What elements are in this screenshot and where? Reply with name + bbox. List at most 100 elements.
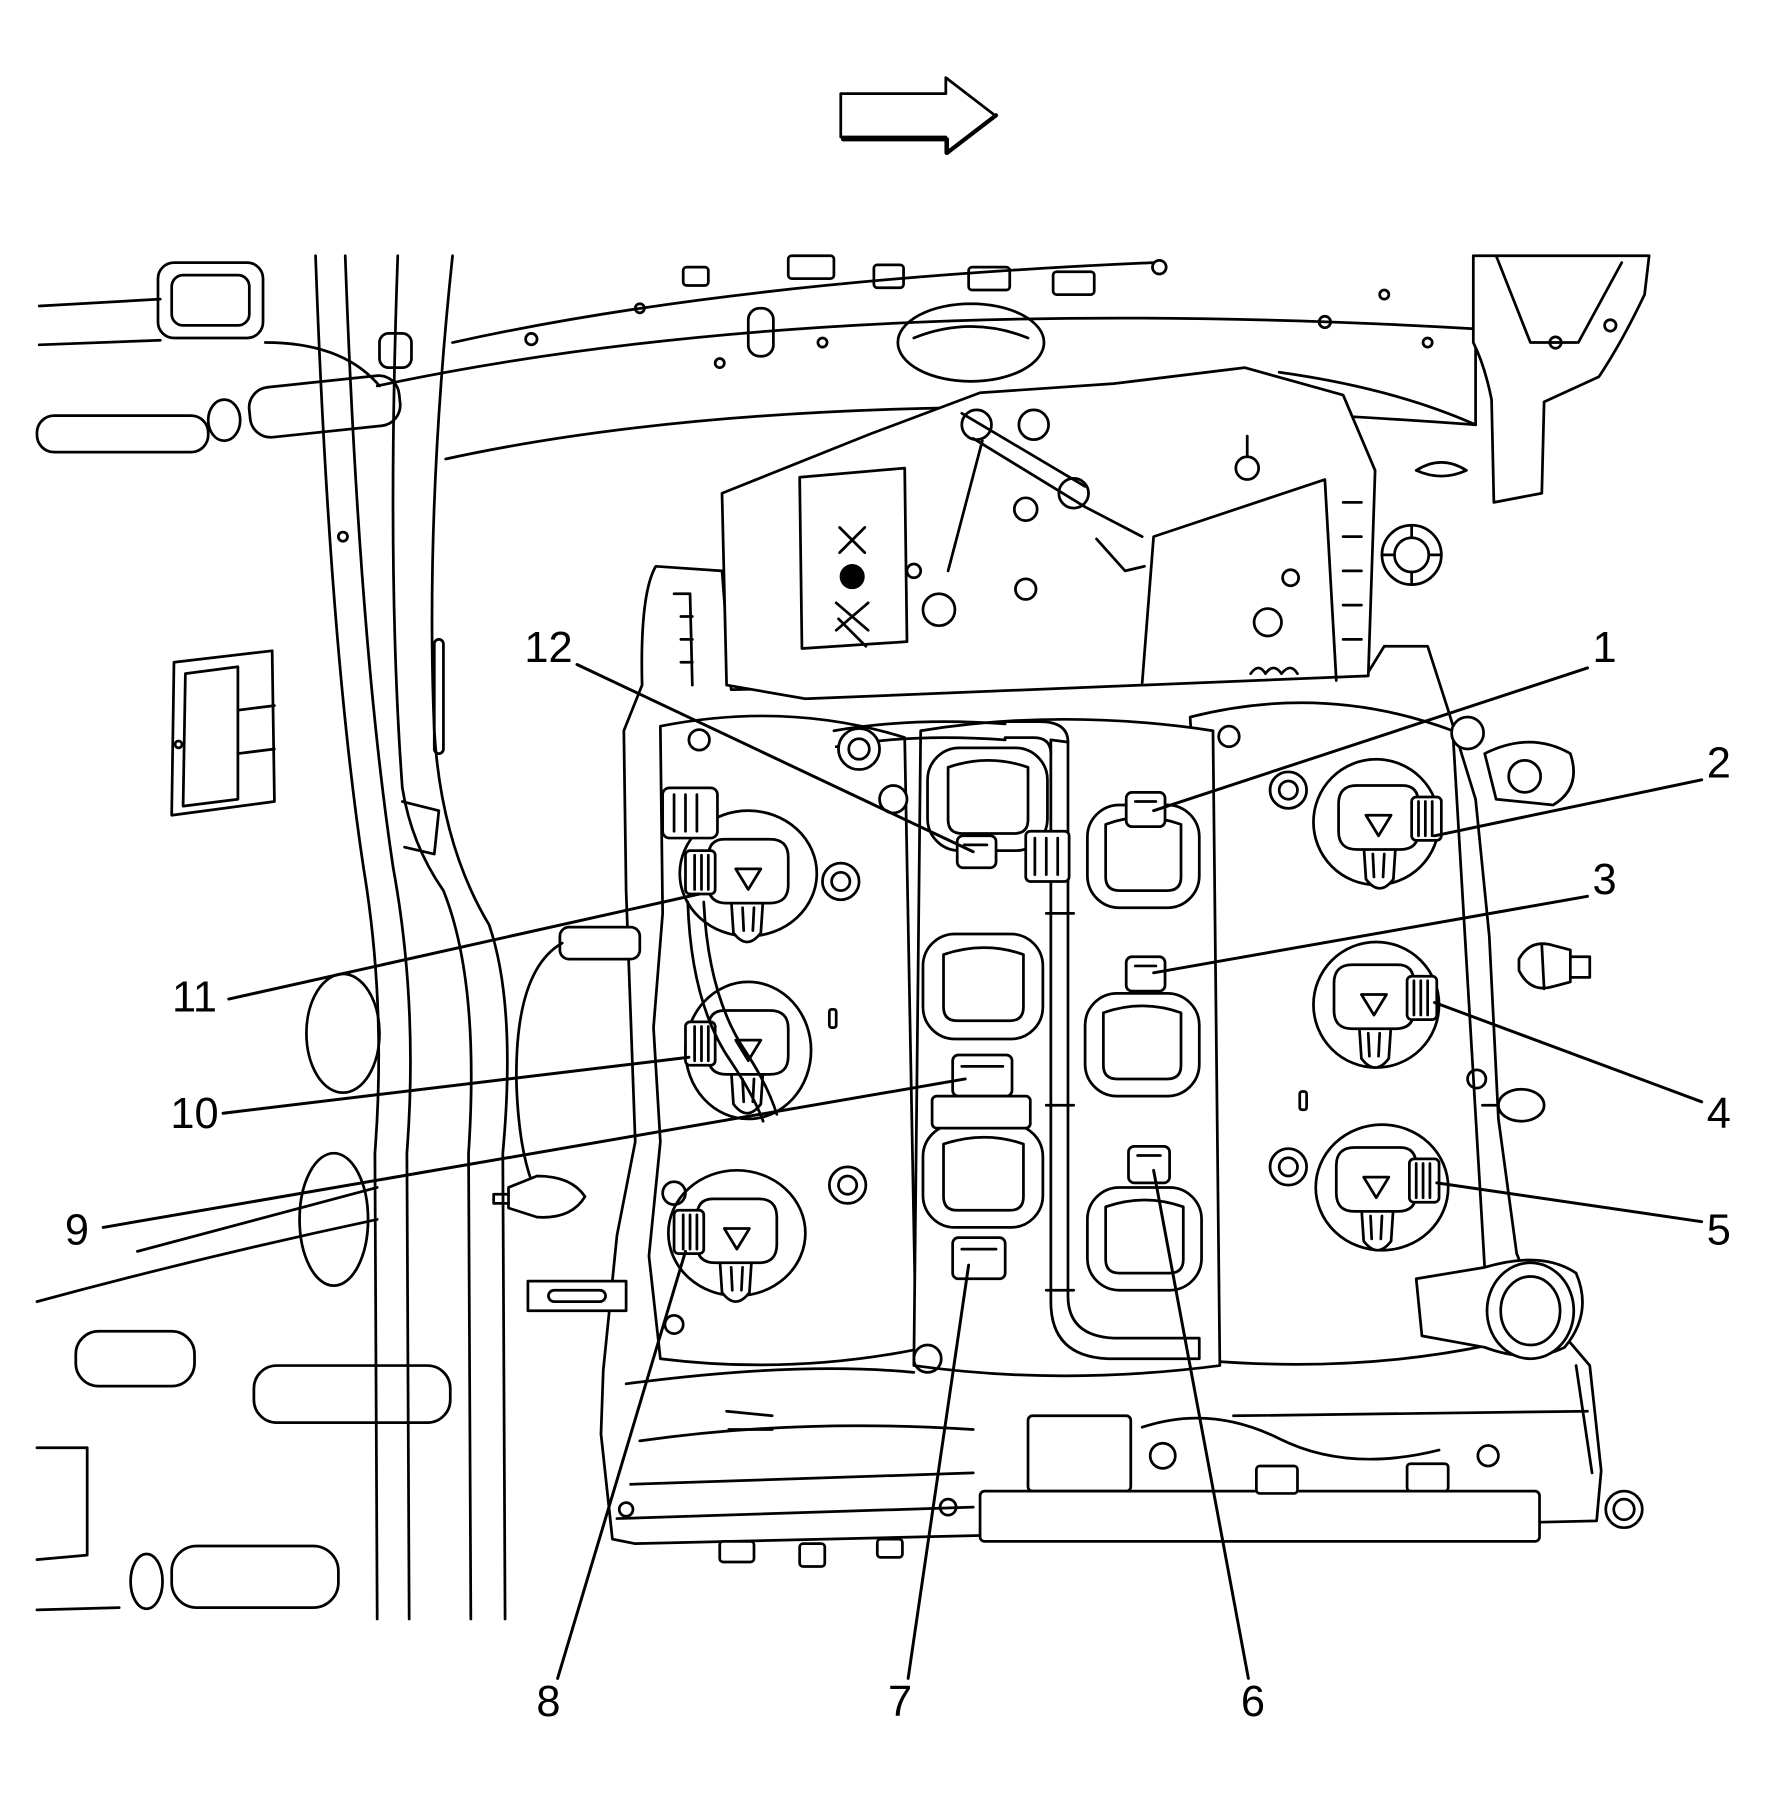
callout-label-6: 6 — [1241, 1678, 1265, 1726]
crossmember-hole — [524, 332, 539, 347]
callout-label-3: 3 — [1593, 856, 1617, 904]
right-side-sensor-stem — [1540, 944, 1592, 991]
right-body-bracket-hole — [1603, 318, 1618, 333]
cover-bolt — [661, 1180, 687, 1206]
lower-connector — [798, 1542, 827, 1568]
intake-runner — [1086, 1186, 1203, 1292]
upper-housing-bolt — [1017, 408, 1050, 441]
body-hole — [206, 398, 242, 443]
dipstick-ring — [1497, 1087, 1546, 1123]
body-panel-edge — [37, 338, 162, 347]
lower-block-housing — [1026, 1414, 1133, 1493]
lower-block-edge — [629, 1471, 975, 1486]
upper-housing-bolt — [921, 592, 957, 628]
upper-housing-panel — [798, 466, 909, 650]
crossmember-edge — [375, 316, 1477, 388]
callout-leader-9 — [101, 1077, 967, 1229]
fuel-rail-feed — [1003, 720, 1070, 755]
crossmember-edge — [451, 261, 1155, 344]
callout-leader-1 — [1152, 666, 1589, 813]
upper-housing-mark — [838, 526, 867, 554]
coolant-cap-center — [1499, 1275, 1562, 1347]
frame-rail — [314, 254, 381, 1621]
engine-block-detail — [672, 592, 694, 687]
intake-runner — [1083, 991, 1201, 1098]
lower-bolt — [938, 1497, 958, 1517]
lower-block-edge — [1232, 1364, 1594, 1475]
upper-housing — [720, 366, 1377, 701]
body-slot — [35, 414, 210, 454]
intake-runner-port — [1101, 1004, 1183, 1081]
frame-rail-notch — [400, 800, 441, 856]
right-side-bolt — [1466, 1068, 1488, 1090]
body-panel-edge — [35, 1218, 379, 1303]
lower-stud — [725, 1409, 774, 1431]
intake-runner-port — [942, 946, 1025, 1023]
transmission-pan — [978, 1489, 1541, 1543]
engine-sensor — [507, 1174, 587, 1219]
engine-assembly — [492, 366, 1644, 1568]
right-side-sensor — [1517, 942, 1572, 990]
crossmember-hole — [633, 302, 646, 315]
lower-bolt — [1476, 1444, 1500, 1468]
crossmember-edge — [1277, 370, 1477, 427]
body-panel-edge — [263, 341, 381, 388]
cover-bolt — [1450, 715, 1485, 751]
cover-slot — [827, 1007, 838, 1029]
cover-slot — [1298, 1090, 1308, 1112]
fuel-injector-connector — [951, 1236, 1007, 1281]
lower-bolt — [1148, 1441, 1177, 1470]
callout-label-8: 8 — [536, 1678, 560, 1726]
intake-runner-port — [942, 1135, 1025, 1212]
lower-block-edge — [615, 1505, 975, 1520]
intake-runner-port — [1104, 1198, 1185, 1275]
cover-bolt-head — [830, 870, 852, 892]
body-opening — [298, 1151, 370, 1288]
callout-leader-7 — [906, 1263, 971, 1680]
crossmember-hole — [713, 357, 726, 370]
lower-connector — [1254, 1464, 1299, 1495]
callout-labels: 1 2 3 4 5 6 7 8 9 10 11 12 — [65, 624, 1731, 1726]
intake-runner-port — [946, 759, 1030, 835]
intake-runner — [921, 1123, 1045, 1229]
callout-leader-8 — [556, 1249, 687, 1680]
body-hole — [129, 1552, 164, 1611]
harness-connector-ribs — [672, 793, 699, 833]
body-panel-edge — [35, 1606, 121, 1612]
upper-housing-stud — [1281, 568, 1300, 588]
intake-runner — [921, 932, 1045, 1041]
left-body-bracket-hole — [173, 739, 184, 750]
right-upper-bracket-boss — [1507, 759, 1543, 794]
crossmember-clip — [1051, 270, 1096, 296]
callout-label-7: 7 — [888, 1678, 912, 1726]
crossmember-hole — [1378, 288, 1391, 301]
callout-label-1: 1 — [1593, 624, 1617, 672]
arrow-shadow-edge — [840, 113, 999, 156]
lower-block-harness — [1140, 1416, 1441, 1461]
fuel-line-fitting — [837, 727, 881, 771]
cover-bolt — [1268, 770, 1308, 810]
callout-label-10: 10 — [170, 1090, 218, 1138]
body-opening — [305, 972, 381, 1095]
upper-housing-stud — [1234, 455, 1261, 481]
upper-housing-bolt — [1014, 577, 1038, 601]
body-slot-inner — [170, 273, 251, 327]
crossmember-slot — [746, 306, 775, 358]
crossmember-hole — [1317, 314, 1332, 330]
crossmember-clip — [967, 265, 1012, 292]
cover-bolt-head — [1277, 1156, 1299, 1178]
upper-housing-rib — [1083, 505, 1146, 573]
callout-label-9: 9 — [65, 1207, 89, 1255]
callout-leaders — [101, 663, 1704, 1680]
upper-housing-ribbed-edge — [1341, 501, 1363, 641]
lower-bolt — [617, 1501, 635, 1518]
arrow-outline — [839, 76, 997, 155]
fuel-injector-connector — [951, 1053, 1014, 1098]
harness-connector — [558, 925, 642, 961]
crossmember-hole — [816, 336, 829, 349]
cover-bolt — [1217, 724, 1241, 749]
callout-leader-2 — [1432, 778, 1704, 838]
upper-housing-mark — [834, 601, 870, 648]
engine-sensor-stem — [492, 1192, 510, 1205]
